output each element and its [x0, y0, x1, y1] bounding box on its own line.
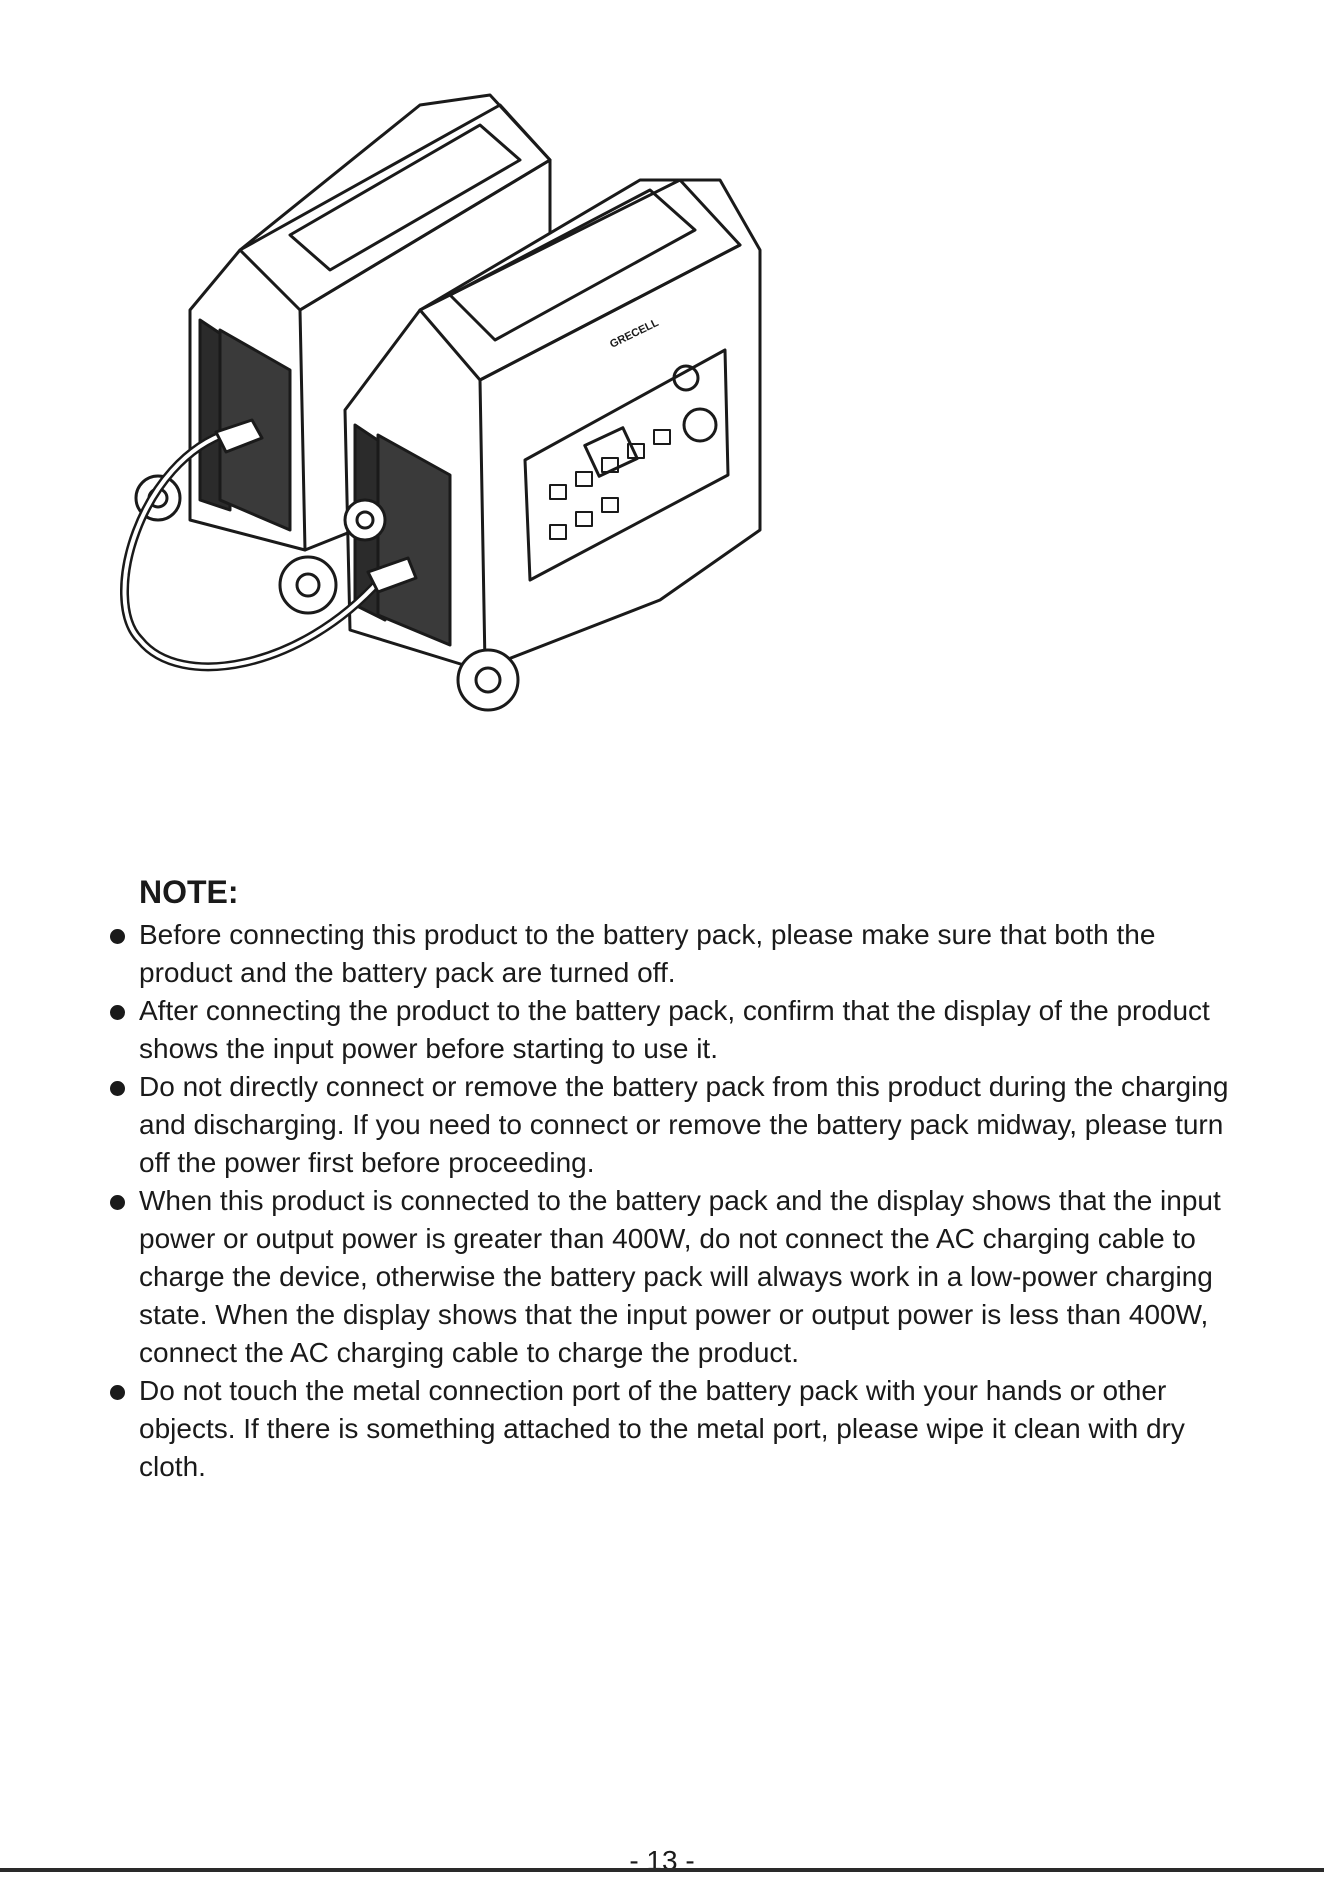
note-item: Before connecting this product to the ba…: [104, 916, 1234, 992]
page-number: - 13 -: [629, 1845, 695, 1876]
note-item: After connecting the product to the batt…: [104, 992, 1234, 1068]
bullet-icon: [110, 1005, 125, 1020]
bullet-icon: [110, 1385, 125, 1400]
note-item-text: Do not directly connect or remove the ba…: [139, 1071, 1229, 1178]
note-item-text: Before connecting this product to the ba…: [139, 919, 1156, 988]
bullet-icon: [110, 1195, 125, 1210]
bullet-icon: [110, 1081, 125, 1096]
note-item: Do not directly connect or remove the ba…: [104, 1068, 1234, 1182]
bullet-icon: [110, 929, 125, 944]
power-station-battery-pack-illustration: GRECELL: [120, 93, 762, 712]
note-item-text: Do not touch the metal connection port o…: [139, 1375, 1185, 1482]
note-title: NOTE:: [139, 874, 239, 910]
note-item-text: When this product is connected to the ba…: [139, 1185, 1221, 1368]
note-item: When this product is connected to the ba…: [104, 1182, 1234, 1372]
note-item-text: After connecting the product to the batt…: [139, 995, 1210, 1064]
note-list: Before connecting this product to the ba…: [104, 916, 1234, 1486]
bottom-rule: [0, 1868, 1324, 1872]
power-station-unit: [343, 178, 762, 712]
note-item: Do not touch the metal connection port o…: [104, 1372, 1234, 1486]
